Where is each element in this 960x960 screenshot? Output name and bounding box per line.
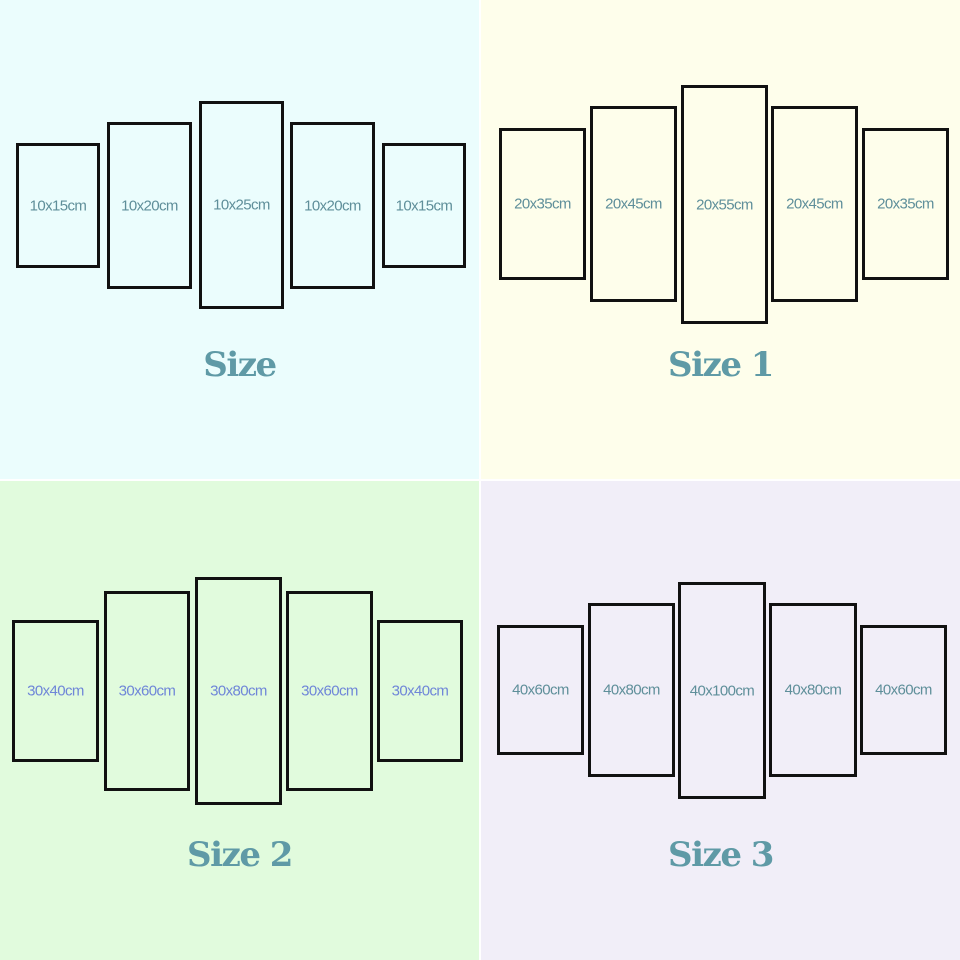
canvas-panel: 20x55cm xyxy=(681,85,768,324)
size-title: Size 2 xyxy=(187,835,293,875)
panel-size-label: 20x35cm xyxy=(514,195,571,213)
panel-size-label: 20x45cm xyxy=(786,195,843,213)
canvas-panel: 10x15cm xyxy=(382,143,466,268)
quadrant-size-2: 30x40cm 30x60cm 30x80cm 30x60cm 30x40cm … xyxy=(0,481,479,960)
canvas-panel: 10x25cm xyxy=(199,101,284,309)
canvas-panel: 30x40cm xyxy=(12,620,99,762)
panel-size-label: 40x80cm xyxy=(784,681,842,699)
canvas-panel: 10x15cm xyxy=(16,143,100,268)
quadrant-size: 10x15cm 10x20cm 10x25cm 10x20cm 10x15cm … xyxy=(0,0,479,479)
canvas-panel: 20x35cm xyxy=(862,128,949,280)
canvas-panel: 30x80cm xyxy=(195,577,282,805)
canvas-panel: 10x20cm xyxy=(290,122,375,289)
panel-size-label: 10x20cm xyxy=(304,197,361,214)
panel-size-label: 30x60cm xyxy=(301,682,358,700)
panel-size-label: 40x60cm xyxy=(875,681,932,699)
panel-size-label: 40x100cm xyxy=(689,682,755,699)
size-title: Size 3 xyxy=(668,835,774,875)
canvas-panel: 30x40cm xyxy=(377,620,463,762)
panel-size-label: 30x80cm xyxy=(210,682,267,700)
panel-size-label: 20x45cm xyxy=(605,195,662,213)
canvas-panel: 40x80cm xyxy=(588,603,675,777)
panel-size-label: 20x55cm xyxy=(696,196,753,213)
panel-size-label: 30x40cm xyxy=(391,682,449,700)
canvas-panel: 30x60cm xyxy=(286,591,373,791)
panel-size-label: 10x15cm xyxy=(29,197,87,214)
panel-size-label: 40x80cm xyxy=(603,681,660,699)
canvas-panel: 20x45cm xyxy=(590,106,677,302)
canvas-panel: 20x35cm xyxy=(499,128,586,280)
panel-size-label: 40x60cm xyxy=(512,681,569,699)
size-title: Size xyxy=(203,345,277,385)
panel-size-label: 10x25cm xyxy=(213,196,270,214)
quadrant-size-1: 20x35cm 20x45cm 20x55cm 20x45cm 20x35cm … xyxy=(481,0,960,479)
canvas-panel: 40x100cm xyxy=(678,582,766,799)
panel-size-label: 10x20cm xyxy=(121,197,178,214)
canvas-panel: 30x60cm xyxy=(104,591,190,791)
canvas-panel: 40x60cm xyxy=(497,625,584,755)
canvas-panel: 10x20cm xyxy=(107,122,192,289)
canvas-panel: 40x80cm xyxy=(769,603,857,777)
size-title: Size 1 xyxy=(668,345,774,385)
panel-size-label: 30x60cm xyxy=(118,682,176,700)
canvas-panel: 20x45cm xyxy=(771,106,858,302)
panel-size-label: 20x35cm xyxy=(877,195,934,213)
panel-size-label: 30x40cm xyxy=(27,682,84,700)
canvas-panel: 40x60cm xyxy=(860,625,947,755)
quadrant-size-3: 40x60cm 40x80cm 40x100cm 40x80cm 40x60cm… xyxy=(481,481,960,960)
panel-size-label: 10x15cm xyxy=(395,197,453,214)
